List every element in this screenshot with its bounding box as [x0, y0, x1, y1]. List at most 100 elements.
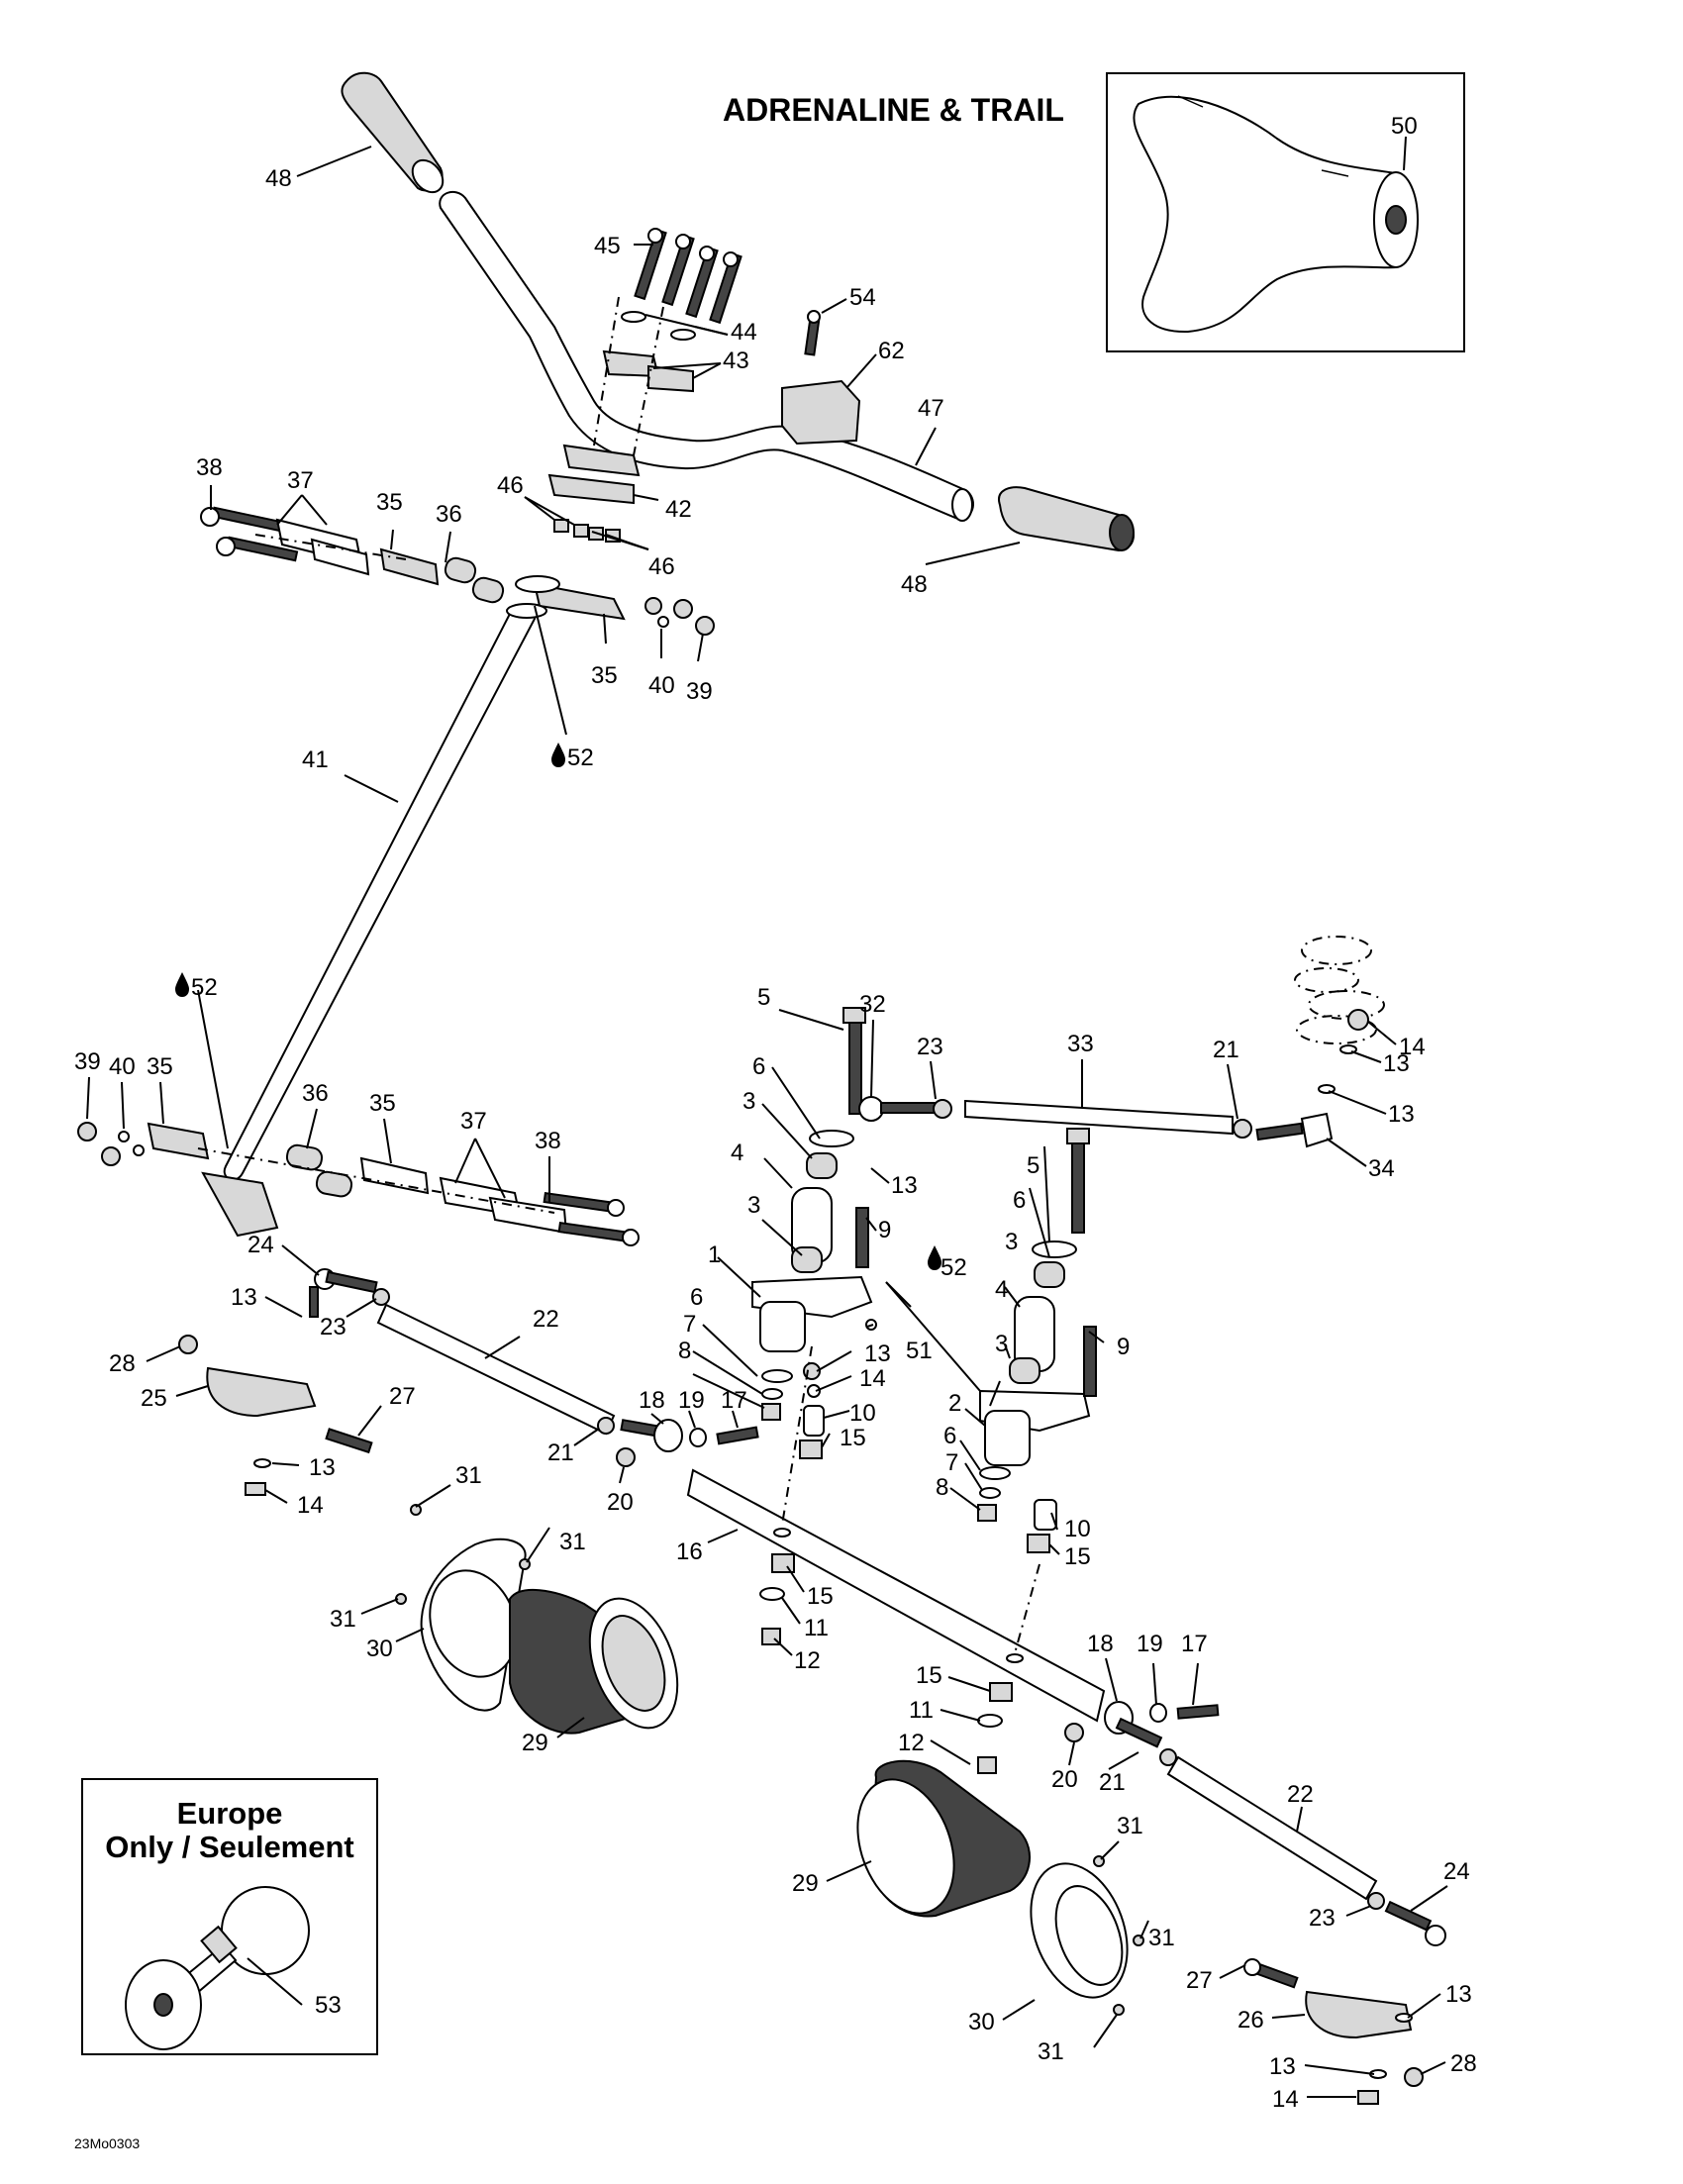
inset-europe-box: Europe Only / Seulement — [81, 1778, 378, 2055]
callout-8: 8 — [678, 1338, 691, 1364]
callout-38: 38 — [535, 1128, 561, 1154]
callout-32: 32 — [859, 991, 886, 1018]
tie-rod-upper — [964, 1099, 1234, 1136]
steering-column-group — [201, 575, 560, 1238]
callout-52: 52 — [940, 1254, 967, 1281]
callout-22: 22 — [533, 1306, 559, 1333]
callout-39: 39 — [686, 678, 713, 705]
callout-31: 31 — [455, 1462, 482, 1489]
leader-lines — [86, 136, 1448, 2098]
callout-23: 23 — [1309, 1905, 1336, 1932]
diagram-title: ADRENALINE & TRAIL — [723, 92, 1064, 128]
callout-11: 11 — [909, 1697, 934, 1724]
tie-rod-right — [1166, 1755, 1378, 1901]
callout-62: 62 — [878, 338, 905, 364]
callout-3: 3 — [995, 1331, 1008, 1357]
callout-38: 38 — [196, 454, 223, 481]
callout-13: 13 — [231, 1284, 257, 1311]
callout-1: 1 — [708, 1241, 721, 1268]
callout-6: 6 — [943, 1423, 956, 1449]
callout-19: 19 — [1137, 1631, 1163, 1657]
callout-2: 2 — [948, 1390, 961, 1417]
boots-group — [395, 1504, 1144, 2016]
callout-3: 3 — [747, 1192, 760, 1219]
callout-15: 15 — [1064, 1543, 1091, 1570]
callout-17: 17 — [1181, 1631, 1208, 1657]
callout-21: 21 — [1213, 1037, 1239, 1063]
callout-31: 31 — [330, 1606, 356, 1633]
callout-20: 20 — [607, 1489, 634, 1516]
inset-europe-line2: Only / Seulement — [105, 1830, 354, 1864]
callout-25: 25 — [141, 1385, 167, 1412]
callout-3: 3 — [742, 1088, 755, 1115]
callout-13: 13 — [1445, 1981, 1472, 2008]
callout-22: 22 — [1287, 1781, 1314, 1808]
callout-24: 24 — [1443, 1858, 1470, 1885]
callout-19: 19 — [678, 1387, 705, 1414]
callout-31: 31 — [1148, 1925, 1175, 1951]
callout-6: 6 — [752, 1053, 765, 1080]
upper-tie-rod-group — [858, 936, 1385, 1148]
callout-15: 15 — [840, 1425, 866, 1451]
callout-47: 47 — [918, 395, 944, 422]
callout-50: 50 — [1391, 113, 1418, 140]
callout-46: 46 — [648, 553, 675, 580]
grease-drop-icon — [175, 972, 189, 997]
callout-31: 31 — [1038, 2038, 1064, 2065]
callout-36: 36 — [436, 501, 462, 528]
callout-45: 45 — [594, 233, 621, 259]
callout-40: 40 — [648, 672, 675, 699]
callout-12: 12 — [794, 1647, 821, 1674]
callout-14: 14 — [1272, 2086, 1299, 2113]
grease-drop-icons — [175, 743, 941, 1270]
callout-36: 36 — [302, 1080, 329, 1107]
callout-21: 21 — [1099, 1769, 1126, 1796]
callout-23: 23 — [320, 1314, 346, 1340]
cross-member — [686, 1468, 1106, 1723]
inset-europe-line1: Europe — [177, 1796, 283, 1831]
callout-14: 14 — [859, 1365, 886, 1392]
handlebar-group — [341, 71, 1135, 552]
left-tie-rod-group — [178, 1268, 759, 1496]
callout-27: 27 — [389, 1383, 416, 1410]
callout-35: 35 — [369, 1090, 396, 1117]
callout-7: 7 — [683, 1311, 696, 1338]
callout-28: 28 — [1450, 2050, 1477, 2077]
callout-40: 40 — [109, 1053, 136, 1080]
callout-29: 29 — [522, 1730, 548, 1756]
callout-29: 29 — [792, 1870, 819, 1897]
callout-13: 13 — [1388, 1101, 1415, 1128]
callout-35: 35 — [147, 1053, 173, 1080]
callout-8: 8 — [936, 1474, 948, 1501]
callout-39: 39 — [74, 1048, 101, 1075]
lower-left-linkage-group — [77, 1122, 640, 1246]
callout-12: 12 — [898, 1730, 925, 1756]
callout-43: 43 — [723, 347, 749, 374]
callout-48: 48 — [901, 571, 928, 598]
tie-rod-left — [376, 1303, 616, 1436]
callout-27: 27 — [1186, 1967, 1213, 1994]
callout-35: 35 — [591, 662, 618, 689]
callout-53: 53 — [315, 1992, 342, 2019]
callout-44: 44 — [731, 319, 757, 346]
callout-14: 14 — [297, 1492, 324, 1519]
callout-37: 37 — [287, 467, 314, 494]
callout-6: 6 — [1013, 1187, 1026, 1214]
callout-52: 52 — [567, 745, 594, 771]
callout-13: 13 — [1269, 2053, 1296, 2080]
callout-31: 31 — [559, 1529, 586, 1555]
callout-48: 48 — [265, 165, 292, 192]
cross-member-group — [686, 1007, 1106, 1774]
callout-21: 21 — [547, 1439, 574, 1466]
callout-17: 17 — [721, 1387, 747, 1414]
callout-14: 14 — [1399, 1034, 1426, 1060]
callout-30: 30 — [968, 2009, 995, 2035]
callout-10: 10 — [1064, 1516, 1091, 1542]
upper-linkage-group — [200, 506, 715, 636]
callout-34: 34 — [1368, 1155, 1395, 1182]
callout-18: 18 — [639, 1387, 665, 1414]
callout-9: 9 — [1117, 1334, 1130, 1360]
callout-18: 18 — [1087, 1631, 1114, 1657]
inset-grip-box — [1106, 72, 1465, 352]
